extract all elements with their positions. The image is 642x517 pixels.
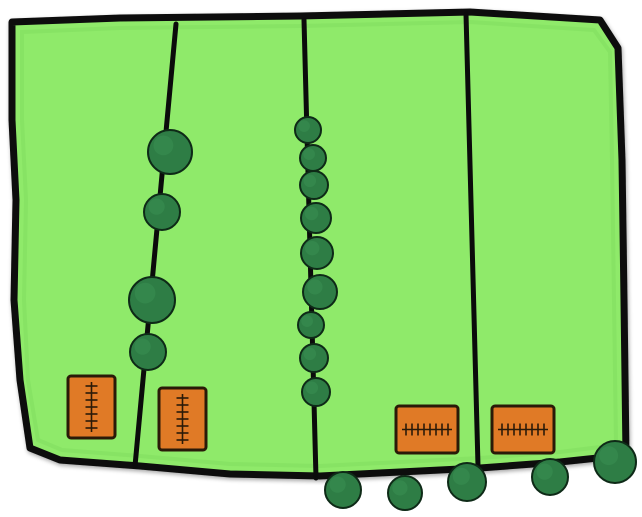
tree-icon (325, 472, 361, 508)
tree-icon (532, 459, 568, 495)
tree-icon (144, 194, 180, 230)
building-icon (159, 388, 206, 450)
tree-icon (298, 312, 324, 338)
building-icon (396, 406, 458, 453)
tree-icon (301, 203, 331, 233)
building-icon (68, 376, 115, 438)
building-icon (492, 406, 554, 453)
tree-icon (301, 237, 333, 269)
tree-icon (148, 130, 192, 174)
tree-icon (300, 171, 328, 199)
tree-icon (300, 145, 326, 171)
tree-icon (302, 378, 330, 406)
tree-icon (295, 117, 321, 143)
tree-icon (448, 463, 486, 501)
tree-icon (388, 476, 422, 510)
tree-icon (303, 275, 337, 309)
tree-icon (300, 344, 328, 372)
tree-icon (129, 277, 175, 323)
tree-icon (130, 334, 166, 370)
tree-icon (594, 441, 636, 483)
